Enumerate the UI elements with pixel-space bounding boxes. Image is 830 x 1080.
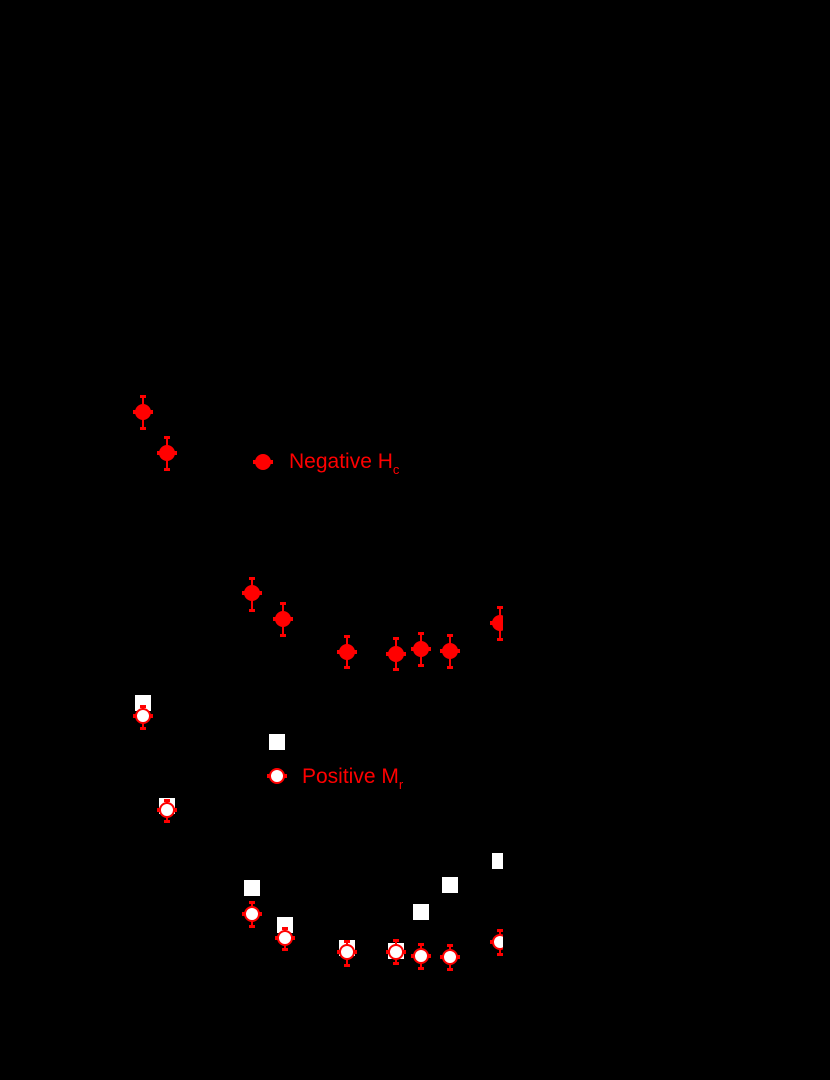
data-point <box>413 948 429 964</box>
error-cap-top <box>249 901 255 904</box>
data-point-xerr-left <box>490 940 493 944</box>
data-point-xerr-right <box>150 714 153 718</box>
legend-subscript: r <box>398 777 404 792</box>
error-cap-bottom <box>344 964 350 967</box>
error-cap-top <box>249 577 255 580</box>
error-cap-bottom <box>497 638 503 641</box>
legend-marker <box>269 768 285 784</box>
data-point-xerr-left <box>440 955 443 959</box>
error-cap-top <box>447 944 453 947</box>
error-cap-top <box>140 395 146 398</box>
error-cap-top <box>393 939 399 942</box>
error-cap-bottom <box>249 609 255 612</box>
data-point <box>442 949 458 965</box>
data-point <box>442 877 458 893</box>
data-series-layer <box>133 395 510 971</box>
legend-label-negative-hc: Negative Hc <box>289 451 399 476</box>
error-cap-top <box>282 927 288 930</box>
legend-marker-xerr <box>253 460 273 464</box>
data-point-xerr-right <box>259 912 262 916</box>
data-point-xerr <box>490 621 503 625</box>
data-point-xerr-right <box>174 808 177 812</box>
error-cap-top <box>497 606 503 609</box>
data-point-xerr-right <box>403 950 406 954</box>
legend-marker-xerr-right <box>284 774 287 778</box>
error-cap-bottom <box>140 727 146 730</box>
data-point <box>492 934 503 950</box>
error-cap-top <box>497 929 503 932</box>
data-point-xerr <box>133 410 153 414</box>
data-point <box>159 802 175 818</box>
data-point <box>244 880 260 896</box>
data-point <box>492 853 503 869</box>
data-point-xerr-left <box>242 912 245 916</box>
legend-text: Negative H <box>289 450 393 473</box>
data-point-xerr-right <box>354 950 357 954</box>
data-point-xerr <box>157 451 177 455</box>
error-cap-bottom <box>418 967 424 970</box>
error-cap-top <box>140 705 146 708</box>
error-cap-bottom <box>140 427 146 430</box>
data-point-xerr <box>386 652 406 656</box>
error-cap-bottom <box>497 953 503 956</box>
data-point <box>135 708 151 724</box>
data-point <box>339 944 355 960</box>
series--unlabeled-square-series- <box>135 695 503 959</box>
legend-text: Positive M <box>302 765 399 788</box>
data-point-xerr-left <box>337 950 340 954</box>
error-cap-bottom <box>164 820 170 823</box>
data-point-xerr <box>273 617 293 621</box>
error-cap-bottom <box>282 948 288 951</box>
legend-label-positive-mr: Positive Mr <box>302 766 403 791</box>
error-cap-bottom <box>344 666 350 669</box>
error-cap-bottom <box>280 634 286 637</box>
data-point-xerr-left <box>157 808 160 812</box>
data-point-xerr-right <box>428 954 431 958</box>
error-cap-top <box>393 637 399 640</box>
data-point-xerr <box>440 649 460 653</box>
data-point-xerr <box>242 591 262 595</box>
data-point-xerr-left <box>386 950 389 954</box>
error-cap-bottom <box>393 668 399 671</box>
error-cap-bottom <box>164 468 170 471</box>
error-cap-top <box>447 634 453 637</box>
error-cap-top <box>344 940 350 943</box>
data-point <box>277 930 293 946</box>
data-point-xerr <box>411 647 431 651</box>
data-point <box>277 917 293 933</box>
error-cap-bottom <box>447 666 453 669</box>
error-cap-top <box>164 799 170 802</box>
data-point-xerr-right <box>507 940 510 944</box>
data-point-xerr-left <box>133 714 136 718</box>
data-point-xerr-right <box>292 936 295 940</box>
legend-markers <box>253 454 287 784</box>
series-negative-hc <box>133 395 503 671</box>
error-cap-top <box>344 635 350 638</box>
error-cap-top <box>418 632 424 635</box>
data-point <box>244 906 260 922</box>
error-cap-top <box>280 602 286 605</box>
data-point-xerr <box>337 650 357 654</box>
legend-marker-xerr-left <box>267 774 270 778</box>
data-point-xerr-left <box>275 936 278 940</box>
error-cap-bottom <box>447 968 453 971</box>
error-cap-bottom <box>393 962 399 965</box>
legend-subscript: c <box>392 462 400 477</box>
legend-marker <box>269 734 285 750</box>
data-point-xerr-left <box>411 954 414 958</box>
data-point <box>388 944 404 960</box>
data-point <box>135 695 151 711</box>
error-cap-top <box>418 943 424 946</box>
series-positive-mr <box>133 705 510 971</box>
data-point <box>413 904 429 920</box>
error-cap-bottom <box>249 925 255 928</box>
data-point-xerr-right <box>457 955 460 959</box>
error-cap-top <box>164 436 170 439</box>
error-cap-bottom <box>418 664 424 667</box>
